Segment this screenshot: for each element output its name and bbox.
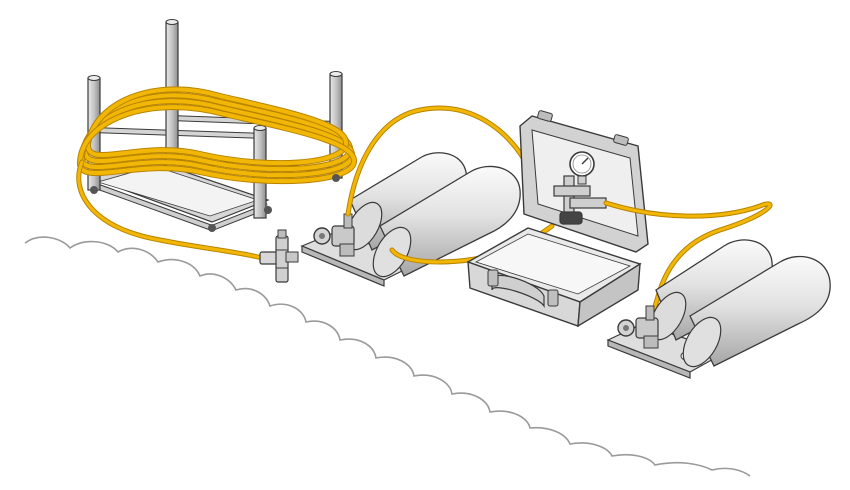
gas-cylinder-pair-right (606, 239, 831, 379)
pressure-gauge (569, 151, 595, 185)
ground-outline (24, 236, 751, 477)
regulator-case (466, 110, 649, 328)
yellow-hose (76, 159, 265, 261)
gas-cylinder-pair-left (300, 152, 521, 287)
hose-coil-frame (77, 19, 357, 232)
gauge-needle-icon (581, 157, 589, 165)
t-valve-fitting (259, 229, 299, 283)
